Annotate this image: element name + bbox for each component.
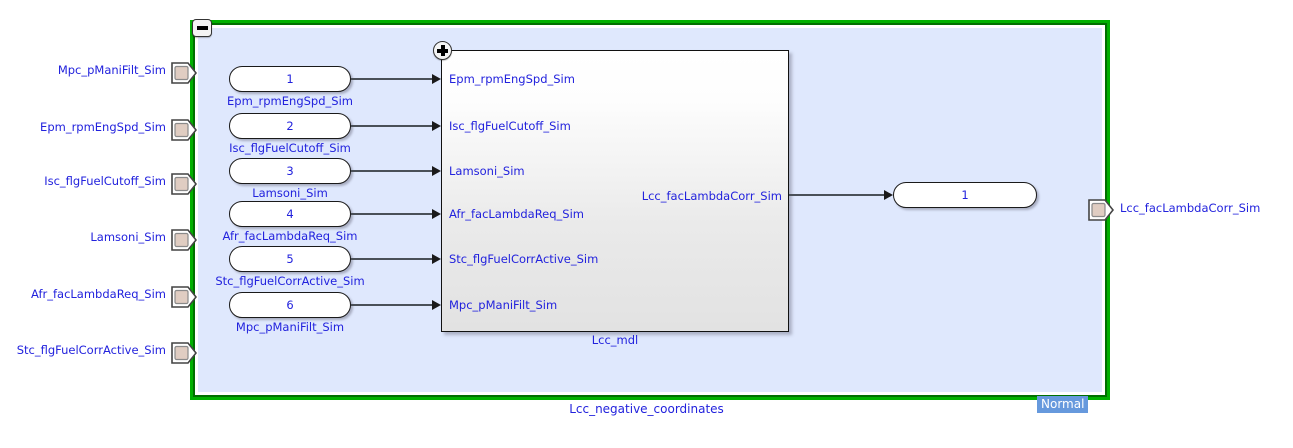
inport-block-4[interactable]: 4 (229, 201, 351, 227)
inport-icon (171, 286, 197, 308)
inport-block-label-4: Afr_facLambdaReq_Sim (222, 229, 358, 243)
model-output-label-0: Lcc_facLambdaCorr_Sim (641, 189, 782, 203)
model-input-label-5: Mpc_pManiFilt_Sim (449, 298, 558, 312)
inport-block-1[interactable]: 1 (229, 66, 351, 92)
simulation-mode-badge[interactable]: Normal (1037, 396, 1089, 413)
inport-block-5[interactable]: 5 (229, 246, 351, 272)
signal-wire-1[interactable] (351, 78, 435, 80)
model-input-label-4: Stc_flgFuelCorrActive_Sim (449, 252, 599, 266)
model-input-label-0: Epm_rpmEngSpd_Sim (449, 72, 575, 86)
plus-icon-vertical (440, 45, 445, 56)
inport-block-label-3: Lamsoni_Sim (252, 186, 328, 200)
external-input-port-3[interactable] (171, 229, 197, 251)
model-reference-block-lcc-mdl[interactable]: Epm_rpmEngSpd_Sim Isc_flgFuelCutoff_Sim … (441, 50, 789, 332)
inport-block-number: 5 (286, 252, 294, 266)
collapse-subsystem-button[interactable] (192, 19, 212, 37)
signal-arrow-6 (432, 300, 441, 310)
outport-block-1[interactable]: 1 (893, 182, 1037, 208)
signal-arrow-out (884, 190, 893, 200)
inport-block-3[interactable]: 3 (229, 158, 351, 184)
model-input-label-1: Isc_flgFuelCutoff_Sim (449, 119, 571, 133)
inport-block-2[interactable]: 2 (229, 113, 351, 139)
signal-wire-3[interactable] (351, 170, 435, 172)
diagram-title: Lcc_negative_coordinates (569, 402, 724, 416)
inport-block-number: 3 (286, 164, 294, 178)
external-output-port-0[interactable] (1088, 199, 1114, 221)
signal-wire-6[interactable] (351, 304, 435, 306)
signal-arrow-4 (432, 209, 441, 219)
signal-wire-4[interactable] (351, 213, 435, 215)
external-input-label-0: Mpc_pManiFilt_Sim (57, 63, 166, 77)
model-input-label-2: Lamsoni_Sim (449, 164, 525, 178)
inport-block-label-6: Mpc_pManiFilt_Sim (235, 320, 345, 334)
expand-model-button[interactable] (433, 41, 452, 60)
inport-icon (171, 119, 197, 141)
model-block-name: Lcc_mdl (591, 333, 639, 347)
external-input-label-5: Stc_flgFuelCorrActive_Sim (16, 343, 166, 357)
inport-icon (171, 62, 197, 84)
model-input-label-3: Afr_facLambdaReq_Sim (449, 207, 585, 221)
external-input-port-0[interactable] (171, 62, 197, 84)
inport-block-label-1: Epm_rpmEngSpd_Sim (227, 94, 353, 108)
inport-block-6[interactable]: 6 (229, 292, 351, 318)
external-input-label-4: Afr_facLambdaReq_Sim (30, 287, 166, 301)
inport-block-label-2: Isc_flgFuelCutoff_Sim (229, 141, 351, 155)
signal-wire-5[interactable] (351, 258, 435, 260)
inport-block-number: 6 (286, 298, 294, 312)
outport-icon (1088, 199, 1114, 221)
inport-icon (171, 229, 197, 251)
signal-arrow-1 (432, 74, 441, 84)
external-input-label-2: Isc_flgFuelCutoff_Sim (44, 174, 166, 188)
outport-block-number: 1 (961, 188, 969, 202)
external-input-label-3: Lamsoni_Sim (90, 230, 166, 244)
external-output-label-0: Lcc_facLambdaCorr_Sim (1120, 201, 1261, 215)
inport-block-number: 2 (286, 119, 294, 133)
inport-icon (171, 173, 197, 195)
inport-block-number: 4 (286, 207, 294, 221)
signal-arrow-3 (432, 166, 441, 176)
external-input-label-1: Epm_rpmEngSpd_Sim (40, 120, 166, 134)
inport-block-label-5: Stc_flgFuelCorrActive_Sim (215, 274, 365, 288)
external-input-port-1[interactable] (171, 119, 197, 141)
external-input-port-5[interactable] (171, 342, 197, 364)
minus-icon (196, 26, 208, 30)
signal-wire-out[interactable] (789, 194, 887, 196)
inport-block-number: 1 (286, 72, 294, 86)
signal-arrow-5 (432, 254, 441, 264)
signal-wire-2[interactable] (351, 125, 435, 127)
signal-arrow-2 (432, 121, 441, 131)
inport-icon (171, 342, 197, 364)
external-input-port-4[interactable] (171, 286, 197, 308)
external-input-port-2[interactable] (171, 173, 197, 195)
